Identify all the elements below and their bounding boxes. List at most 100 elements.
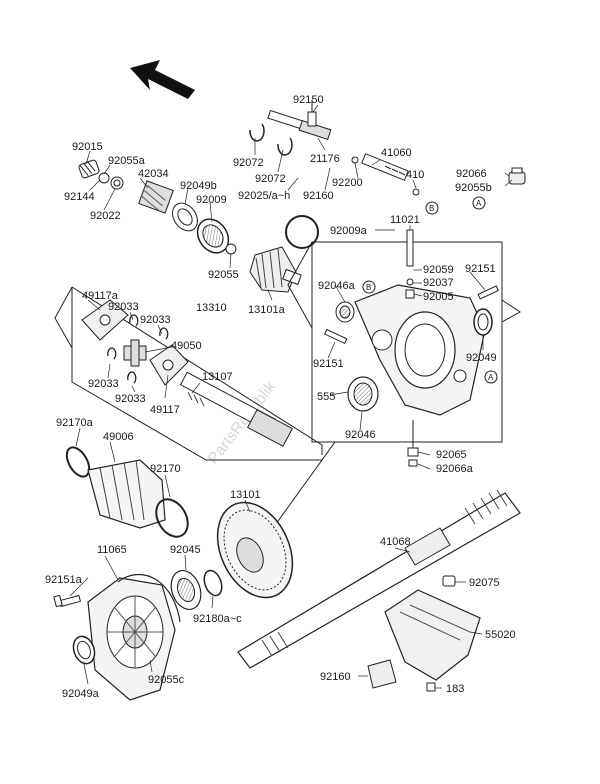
label-41068: 41068 xyxy=(380,536,411,548)
oring-92160 xyxy=(285,215,319,249)
plug-92075 xyxy=(442,575,456,587)
label-92022: 92022 xyxy=(90,210,121,222)
label-92055b: 92055b xyxy=(455,182,492,194)
oring-92055c xyxy=(117,573,181,623)
bolt-92151a xyxy=(53,594,82,608)
gear-13101a xyxy=(249,246,302,293)
label-11021: 11021 xyxy=(390,214,420,226)
ball-92200 xyxy=(351,156,359,164)
label-92072: 92072 xyxy=(233,157,264,169)
washer-92144 xyxy=(98,172,110,184)
label-92046a: 92046a xyxy=(318,280,356,292)
housing-11021 xyxy=(354,284,486,416)
label-92150: 92150 xyxy=(293,94,324,106)
label-92055a: 92055a xyxy=(108,155,146,167)
label-92055: 92055 xyxy=(208,269,239,281)
label-92160: 92160 xyxy=(320,671,351,683)
clamp-92170a xyxy=(65,446,91,478)
label-92033: 92033 xyxy=(108,301,139,313)
label-92033: 92033 xyxy=(140,314,171,326)
damper-92160 xyxy=(367,659,397,689)
svg-text:A: A xyxy=(476,199,482,208)
label-92160: 92160 xyxy=(303,190,334,202)
pinion-42034 xyxy=(138,180,174,214)
boot-49006 xyxy=(87,459,166,529)
cap-92066 xyxy=(508,167,526,185)
seal-92009 xyxy=(196,218,230,254)
label-13107: 13107 xyxy=(202,371,233,383)
seal-92049a xyxy=(72,635,96,665)
svg-text:A: A xyxy=(488,373,494,382)
label-92025: 92025/a~h xyxy=(238,190,290,202)
shaft-13107 xyxy=(179,371,294,447)
svg-text:B: B xyxy=(429,204,434,213)
label-41060: 41060 xyxy=(381,147,412,159)
drive-shaft-41068 xyxy=(237,489,521,669)
label-92180: 92180a~c xyxy=(193,613,242,625)
bolt-183 xyxy=(426,682,436,692)
label-13101a: 13101a xyxy=(248,304,286,316)
label-11065: 11065 xyxy=(97,544,127,556)
circlip-92033 xyxy=(107,314,169,384)
ref-circle-b-2: B xyxy=(362,280,376,294)
plug-410 xyxy=(412,188,420,196)
label-92009a: 92009a xyxy=(330,225,368,237)
shim-92180 xyxy=(203,569,223,597)
label-92151: 92151 xyxy=(313,358,344,370)
label-92045: 92045 xyxy=(170,544,201,556)
spider-49050 xyxy=(123,339,147,367)
ring-gear-13101 xyxy=(216,501,294,599)
label-92151: 92151 xyxy=(465,263,496,275)
ref-circle-b-1: B xyxy=(425,201,439,215)
label-55020: 55020 xyxy=(485,629,516,641)
label-92009: 92009 xyxy=(196,194,227,206)
label-92200: 92200 xyxy=(332,177,363,189)
bearing-92049b xyxy=(172,202,198,232)
label-42034: 42034 xyxy=(138,168,169,180)
label-92151a: 92151a xyxy=(45,574,83,586)
seal-92049 xyxy=(473,308,493,336)
guard-55020 xyxy=(384,589,481,681)
label-92049: 92049 xyxy=(466,352,497,364)
spring-92015 xyxy=(78,159,100,179)
label-92170: 92170 xyxy=(150,463,181,475)
label-92033: 92033 xyxy=(88,378,119,390)
label-49117: 49117 xyxy=(150,404,180,416)
label-92005: 92005 xyxy=(423,291,454,303)
yoke-49117a xyxy=(81,299,129,341)
label-92066: 92066 xyxy=(456,168,487,180)
label-92065: 92065 xyxy=(436,449,467,461)
label-92144: 92144 xyxy=(64,191,95,203)
label-92066a: 92066a xyxy=(436,463,474,475)
label-183: 183 xyxy=(446,683,464,695)
label-555: 555 xyxy=(317,391,335,403)
bearing-92046 xyxy=(347,376,379,412)
bolt-92150 xyxy=(307,100,317,127)
label-92037: 92037 xyxy=(423,277,454,289)
ref-circle-a-1: A xyxy=(472,196,486,210)
front-direction-arrow xyxy=(130,60,195,99)
label-92033: 92033 xyxy=(115,393,146,405)
yoke-49117 xyxy=(149,344,189,386)
circlip-92072 xyxy=(249,123,293,156)
label-92170a: 92170a xyxy=(56,417,94,429)
stud-92151 xyxy=(324,285,499,345)
label-92046: 92046 xyxy=(345,429,376,441)
label-13310: 13310 xyxy=(196,302,227,314)
label-21176: 21176 xyxy=(310,153,340,165)
label-92015: 92015 xyxy=(72,141,103,153)
clamp-92170 xyxy=(155,498,189,538)
label-92075: 92075 xyxy=(469,577,500,589)
shift-rod-21176 xyxy=(267,109,332,141)
label-13101: 13101 xyxy=(230,489,261,501)
drain-bolt-92065 xyxy=(407,420,419,467)
cover-11065 xyxy=(87,577,176,701)
bearing-92046a xyxy=(335,301,355,323)
washer-92022 xyxy=(110,176,124,190)
label-92072: 92072 xyxy=(255,173,286,185)
part-number-labels: 92150 92072 92072 21176 92025/a~h 92160 … xyxy=(45,94,516,700)
label-49050: 49050 xyxy=(171,340,202,352)
label-49006: 49006 xyxy=(103,431,134,443)
